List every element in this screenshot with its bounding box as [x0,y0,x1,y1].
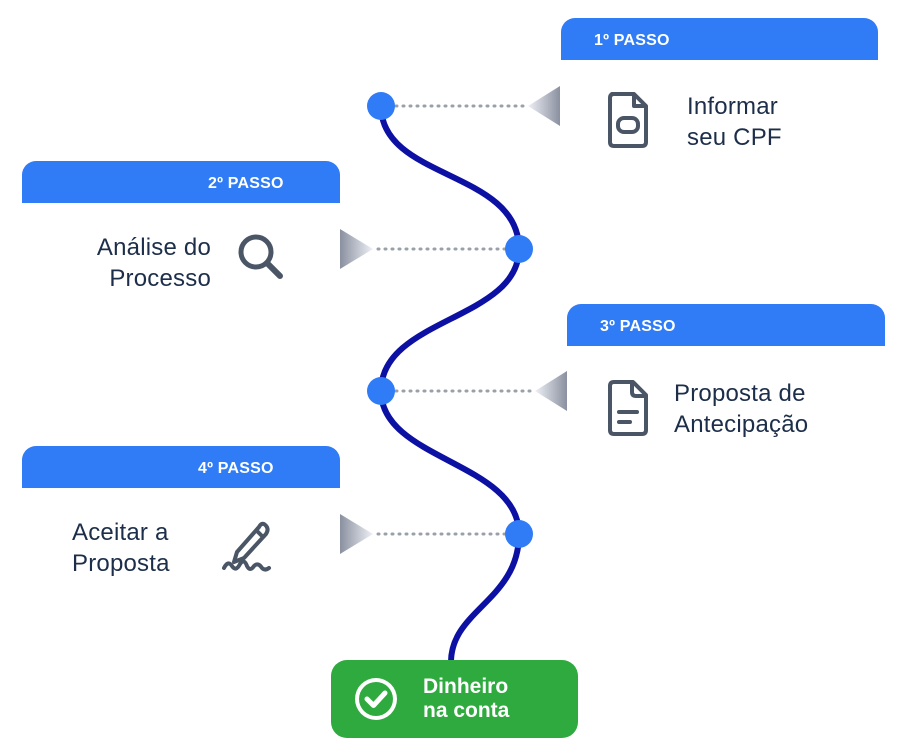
search-icon [238,234,283,279]
pointer-triangle-step-3 [535,371,567,411]
final-step-text-line-1: Dinheiro [423,675,509,698]
step-1-tab-label: 1º PASSO [594,32,670,49]
step-3-text-line-2: Antecipação [674,411,809,438]
step-2-tab-label: 2º PASSO [208,175,284,192]
step-1-text: Informar seu CPF [687,91,782,153]
step-2-text: Análise do Processo [40,232,211,294]
id-document-icon [608,92,648,148]
pointer-triangle-step-4 [340,514,373,554]
check-circle-icon [355,678,397,720]
pointer-triangle-step-2 [340,229,373,269]
step-4-text: Aceitar a Proposta [72,517,170,579]
step-3-text-line-1: Proposta de [674,380,806,407]
step-1-text-line-1: Informar [687,93,778,120]
step-2-tab: 2º PASSO [22,161,340,203]
step-2-text-line-2: Processo [109,265,211,292]
step-3-tab-label: 3º PASSO [600,318,676,335]
final-step-text-line-2: na conta [423,699,510,722]
timeline-node-step-4 [505,520,533,548]
step-3-tab: 3º PASSO [567,304,885,346]
step-4-tab-label: 4º PASSO [198,460,274,477]
signature-pen-icon [222,521,271,572]
timeline-node-step-2 [505,235,533,263]
timeline-node-step-1 [367,92,395,120]
step-4-tab: 4º PASSO [22,446,340,488]
timeline-node-step-3 [367,377,395,405]
final-step-box: Dinheiro na conta [331,660,578,738]
document-icon [608,380,648,436]
step-1-text-line-2: seu CPF [687,124,782,151]
step-2-text-line-1: Análise do [96,234,211,261]
step-4-text-line-2: Proposta [72,550,170,577]
final-step-text: Dinheiro na conta [423,675,509,723]
step-3-text: Proposta de Antecipação [674,378,808,440]
timeline-path [377,103,523,665]
pointer-triangle-step-1 [528,86,560,126]
step-4-text-line-1: Aceitar a [72,519,169,546]
step-1-tab: 1º PASSO [561,18,878,60]
